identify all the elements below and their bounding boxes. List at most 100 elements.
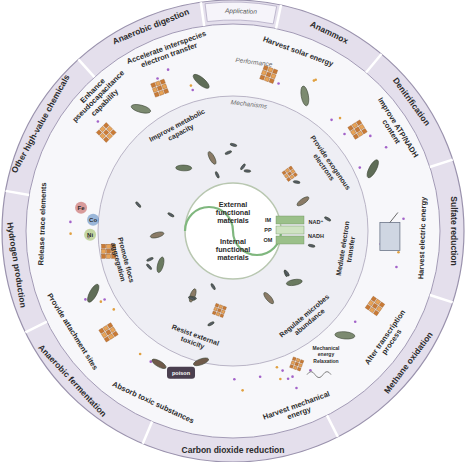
label-text: poison: [166, 370, 196, 376]
bacterium: [225, 150, 232, 155]
ring-label: Harvest electric energy: [417, 190, 429, 285]
particle: [358, 166, 361, 169]
ring-label: Enhance pseudocapacitance capability: [56, 54, 141, 139]
lattice-cell: [362, 128, 368, 134]
ring-label: NAD⁺: [305, 219, 327, 225]
lattice-cell: [216, 312, 220, 316]
lattice-cell: [264, 77, 269, 82]
bacterium: [262, 291, 275, 305]
ring-label: Performance: [223, 55, 283, 70]
label-text: Mediate electron transfer: [333, 212, 360, 286]
particle: [314, 78, 317, 81]
lattice-cell: [110, 130, 116, 136]
lattice-cell: [356, 120, 362, 126]
label-text: OM: [260, 237, 276, 243]
lattice-cell: [353, 134, 359, 140]
bacterium: [335, 331, 356, 340]
particle: [112, 308, 115, 311]
particle: [309, 369, 312, 372]
lattice-cell: [371, 296, 377, 302]
lattice-cell: [359, 124, 365, 130]
ring-divider: [366, 54, 381, 72]
particle: [259, 375, 262, 378]
bacterium: [146, 263, 153, 270]
node-text: Hydrogen production: [2, 205, 30, 325]
lattice-cell: [369, 307, 375, 313]
lattice-cell: [285, 168, 289, 172]
performance-ring: [26, 24, 440, 438]
lattice-cell: [292, 357, 296, 361]
particle: [241, 389, 244, 392]
lattice-cell: [297, 367, 301, 371]
label-text: IM: [260, 217, 276, 223]
bacterium: [146, 257, 153, 262]
application-sector: Other high-value chemicals: [2, 61, 78, 188]
lattice-cell: [273, 69, 278, 74]
lattice-cell: [373, 310, 379, 316]
label-text: NAD⁺: [305, 219, 327, 225]
label-text: Harvest electric energy: [417, 190, 429, 285]
label-text: PP: [260, 227, 276, 233]
lattice-cell: [266, 72, 271, 77]
material-lattice: [151, 79, 169, 97]
ring-divider: [430, 295, 453, 302]
lattice-cell: [300, 360, 304, 364]
ring-label: poison: [166, 370, 196, 376]
node-text: Other high-value chemicals: [2, 61, 78, 188]
bacterium: [284, 270, 290, 277]
lattice-cell: [348, 125, 354, 131]
lattice-cell: [152, 87, 157, 92]
ring-divider: [327, 415, 338, 436]
ring-divider: [25, 322, 47, 333]
particle: [69, 232, 72, 235]
particle: [100, 300, 103, 303]
lattice-cell: [379, 302, 385, 308]
lattice-cell: [160, 79, 165, 84]
ring-label: Provide exogenous electrons: [300, 131, 354, 199]
lattice-cell: [351, 130, 357, 136]
lattice-cell: [293, 173, 297, 177]
particle: [330, 119, 333, 122]
lattice-cell: [220, 314, 224, 318]
lattice-cell: [368, 300, 374, 306]
wire: [390, 212, 398, 222]
lattice-cell: [260, 75, 265, 80]
spring: [307, 372, 331, 378]
label-text: Regulate microbes abundance: [274, 290, 339, 348]
label-text: Mechanical energy: [306, 346, 346, 357]
lattice-cell: [290, 175, 294, 179]
material-half: External functional materials: [202, 201, 264, 225]
particle: [277, 82, 280, 85]
lattice-cell: [291, 361, 295, 365]
ring-label: Promote flocs aggregation: [105, 224, 139, 298]
ring-label: Alter transcription process: [355, 296, 423, 383]
lattice-cell: [293, 366, 297, 370]
lattice-cell: [107, 323, 113, 329]
lattice-cell: [113, 331, 119, 337]
lattice-cell: [372, 303, 378, 309]
lattice-cell: [212, 311, 216, 315]
membrane-layer: [276, 226, 304, 234]
label-text: Promote flocs aggregation: [105, 224, 139, 298]
node-text: Anaerobic fermentation: [24, 330, 120, 432]
lattice-cell: [357, 131, 363, 137]
bacterium: [324, 216, 331, 222]
label-text: Harvest mechanical energy: [250, 385, 345, 433]
lattice-cell: [223, 306, 227, 310]
lattice-cell: [151, 83, 156, 88]
application-tab: [205, 2, 277, 24]
particle: [397, 251, 400, 254]
lattice-cell: [355, 127, 361, 133]
particle: [233, 378, 236, 381]
lattice-cell: [102, 254, 106, 258]
node-text: Internal functional materials: [202, 238, 264, 262]
material-lattice: [282, 166, 297, 181]
bacterium: [151, 357, 168, 370]
particle: [69, 221, 72, 224]
bacterium: [286, 278, 303, 286]
lattice-cell: [104, 337, 110, 343]
particle: [276, 366, 279, 369]
particle: [287, 377, 290, 380]
